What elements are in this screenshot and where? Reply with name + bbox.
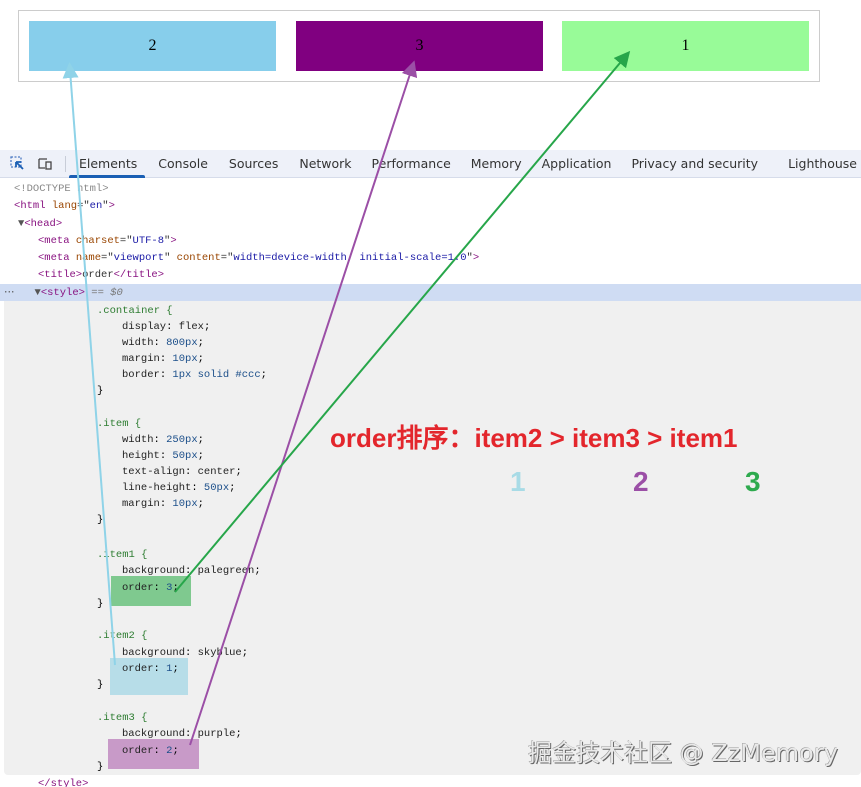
order-annotation-title: order排序：item2 > item3 > item1 bbox=[330, 423, 738, 453]
css-rule: margin: 10px; bbox=[122, 353, 204, 365]
css-selector-item1: .item1 { bbox=[97, 549, 148, 561]
watermark: 掘金技术社区 @ ZzMemory bbox=[528, 739, 838, 767]
item2-label: 2 bbox=[148, 37, 157, 54]
order-highlight-item2 bbox=[110, 658, 188, 695]
preview-item2: 2 bbox=[29, 21, 276, 71]
expand-triangle-icon[interactable]: ▼ bbox=[34, 287, 41, 299]
css-selector-item: .item { bbox=[97, 418, 142, 430]
toolbar-separator bbox=[65, 155, 66, 172]
css-rule: margin: 10px; bbox=[122, 498, 204, 510]
css-rule-order: order: 1; bbox=[122, 663, 179, 675]
tab-network[interactable]: Network bbox=[299, 155, 352, 171]
selected-node-highlight[interactable] bbox=[0, 284, 861, 301]
css-rule: line-height: 50px; bbox=[122, 482, 236, 494]
flex-container-preview: 2 3 1 bbox=[18, 10, 820, 82]
tab-console[interactable]: Console bbox=[158, 155, 208, 171]
tab-memory[interactable]: Memory bbox=[470, 155, 522, 171]
css-selector-item2: .item2 { bbox=[97, 630, 148, 642]
head-node[interactable]: ▼<head> bbox=[18, 218, 63, 230]
css-rule: background: purple; bbox=[122, 728, 242, 740]
console-ref: == $0 bbox=[91, 287, 123, 299]
item3-label: 3 bbox=[415, 37, 424, 54]
order-number-2: 2 bbox=[633, 466, 649, 497]
css-close-brace: } bbox=[97, 514, 104, 526]
css-rule: background: palegreen; bbox=[122, 565, 261, 577]
tab-performance[interactable]: Performance bbox=[371, 155, 451, 171]
style-node[interactable]: ⋯▼<style> == $0 bbox=[4, 287, 123, 299]
item1-label: 1 bbox=[681, 37, 690, 54]
css-rule: background: skyblue; bbox=[122, 647, 249, 659]
tab-application[interactable]: Application bbox=[541, 155, 612, 171]
devtools-toolbar: Elements Console Sources Network Perform… bbox=[0, 150, 861, 178]
elements-dom-tree: <!DOCTYPE html> <html lang="en"> ▼<head>… bbox=[0, 179, 861, 787]
css-rule: border: 1px solid #ccc; bbox=[122, 369, 267, 381]
css-close-brace: } bbox=[97, 679, 104, 691]
css-rule: height: 50px; bbox=[122, 450, 204, 462]
css-rule: text-align: center; bbox=[122, 466, 242, 478]
css-rule: width: 250px; bbox=[122, 434, 204, 446]
order-number-1: 1 bbox=[510, 466, 526, 497]
css-rule-order: order: 3; bbox=[122, 582, 179, 594]
style-close-node[interactable]: </style> bbox=[38, 778, 89, 787]
tab-privacy-and-security[interactable]: Privacy and security bbox=[631, 155, 759, 171]
html-node[interactable]: <html lang="en"> bbox=[14, 200, 115, 212]
preview-item3: 3 bbox=[296, 21, 543, 71]
tab-lighthouse[interactable]: Lighthouse bbox=[788, 155, 857, 171]
meta-charset-node[interactable]: <meta charset="UTF-8"> bbox=[38, 235, 177, 247]
css-rule: width: 800px; bbox=[122, 337, 204, 349]
tab-elements[interactable]: Elements bbox=[68, 150, 146, 178]
css-close-brace: } bbox=[97, 385, 104, 397]
css-close-brace: } bbox=[97, 598, 104, 610]
meta-viewport-node[interactable]: <meta name="viewport" content="width=dev… bbox=[38, 252, 480, 264]
doctype-node[interactable]: <!DOCTYPE html> bbox=[14, 183, 109, 195]
more-options-icon[interactable]: ⋯ bbox=[4, 287, 15, 299]
order-highlight-item3 bbox=[108, 739, 199, 769]
expand-triangle-icon[interactable]: ▼ bbox=[18, 218, 25, 230]
css-close-brace: } bbox=[97, 761, 104, 773]
order-number-3: 3 bbox=[745, 466, 761, 497]
css-selector-container: .container { bbox=[97, 305, 173, 317]
css-rule: display: flex; bbox=[122, 321, 211, 333]
preview-item1: 1 bbox=[562, 21, 809, 71]
inspect-element-icon[interactable] bbox=[9, 156, 25, 172]
device-toolbar-icon[interactable] bbox=[37, 156, 53, 172]
css-rule-order: order: 2; bbox=[122, 745, 179, 757]
css-selector-item3: .item3 { bbox=[97, 712, 148, 724]
tab-sources[interactable]: Sources bbox=[228, 155, 279, 171]
title-node[interactable]: <title>order</title> bbox=[38, 269, 165, 281]
